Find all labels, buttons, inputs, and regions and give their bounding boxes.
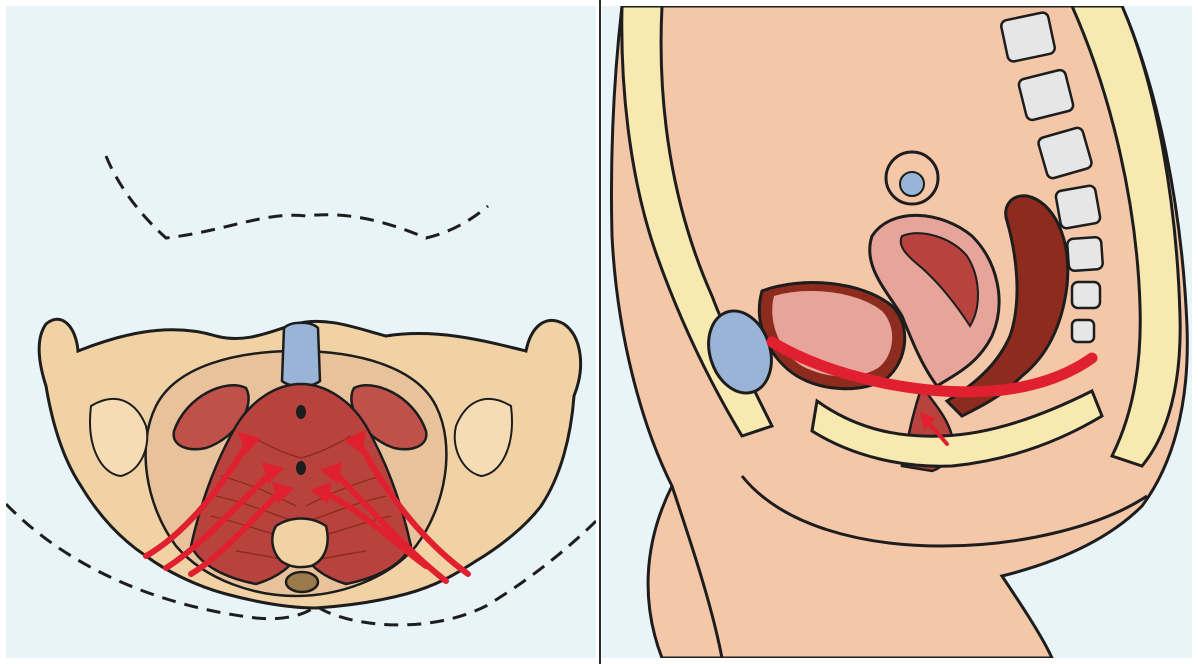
pelvic-floor-panel <box>6 6 596 658</box>
sagittal-panel <box>602 6 1192 658</box>
pubic-symphysis <box>282 323 320 387</box>
ovary <box>900 172 924 196</box>
sacrum-tip <box>272 519 327 568</box>
vertebra <box>1072 320 1094 342</box>
vertebra <box>1072 282 1100 308</box>
vertebra <box>1067 237 1103 271</box>
panel-divider <box>599 0 601 664</box>
vertebra <box>1000 11 1056 62</box>
coccyx-bone <box>286 572 318 592</box>
pelvic-floor-illustration <box>6 6 596 658</box>
sagittal-illustration <box>602 6 1192 658</box>
vertebra <box>1055 185 1101 229</box>
vaginal-opening <box>296 461 306 475</box>
urethra-opening <box>296 405 306 419</box>
